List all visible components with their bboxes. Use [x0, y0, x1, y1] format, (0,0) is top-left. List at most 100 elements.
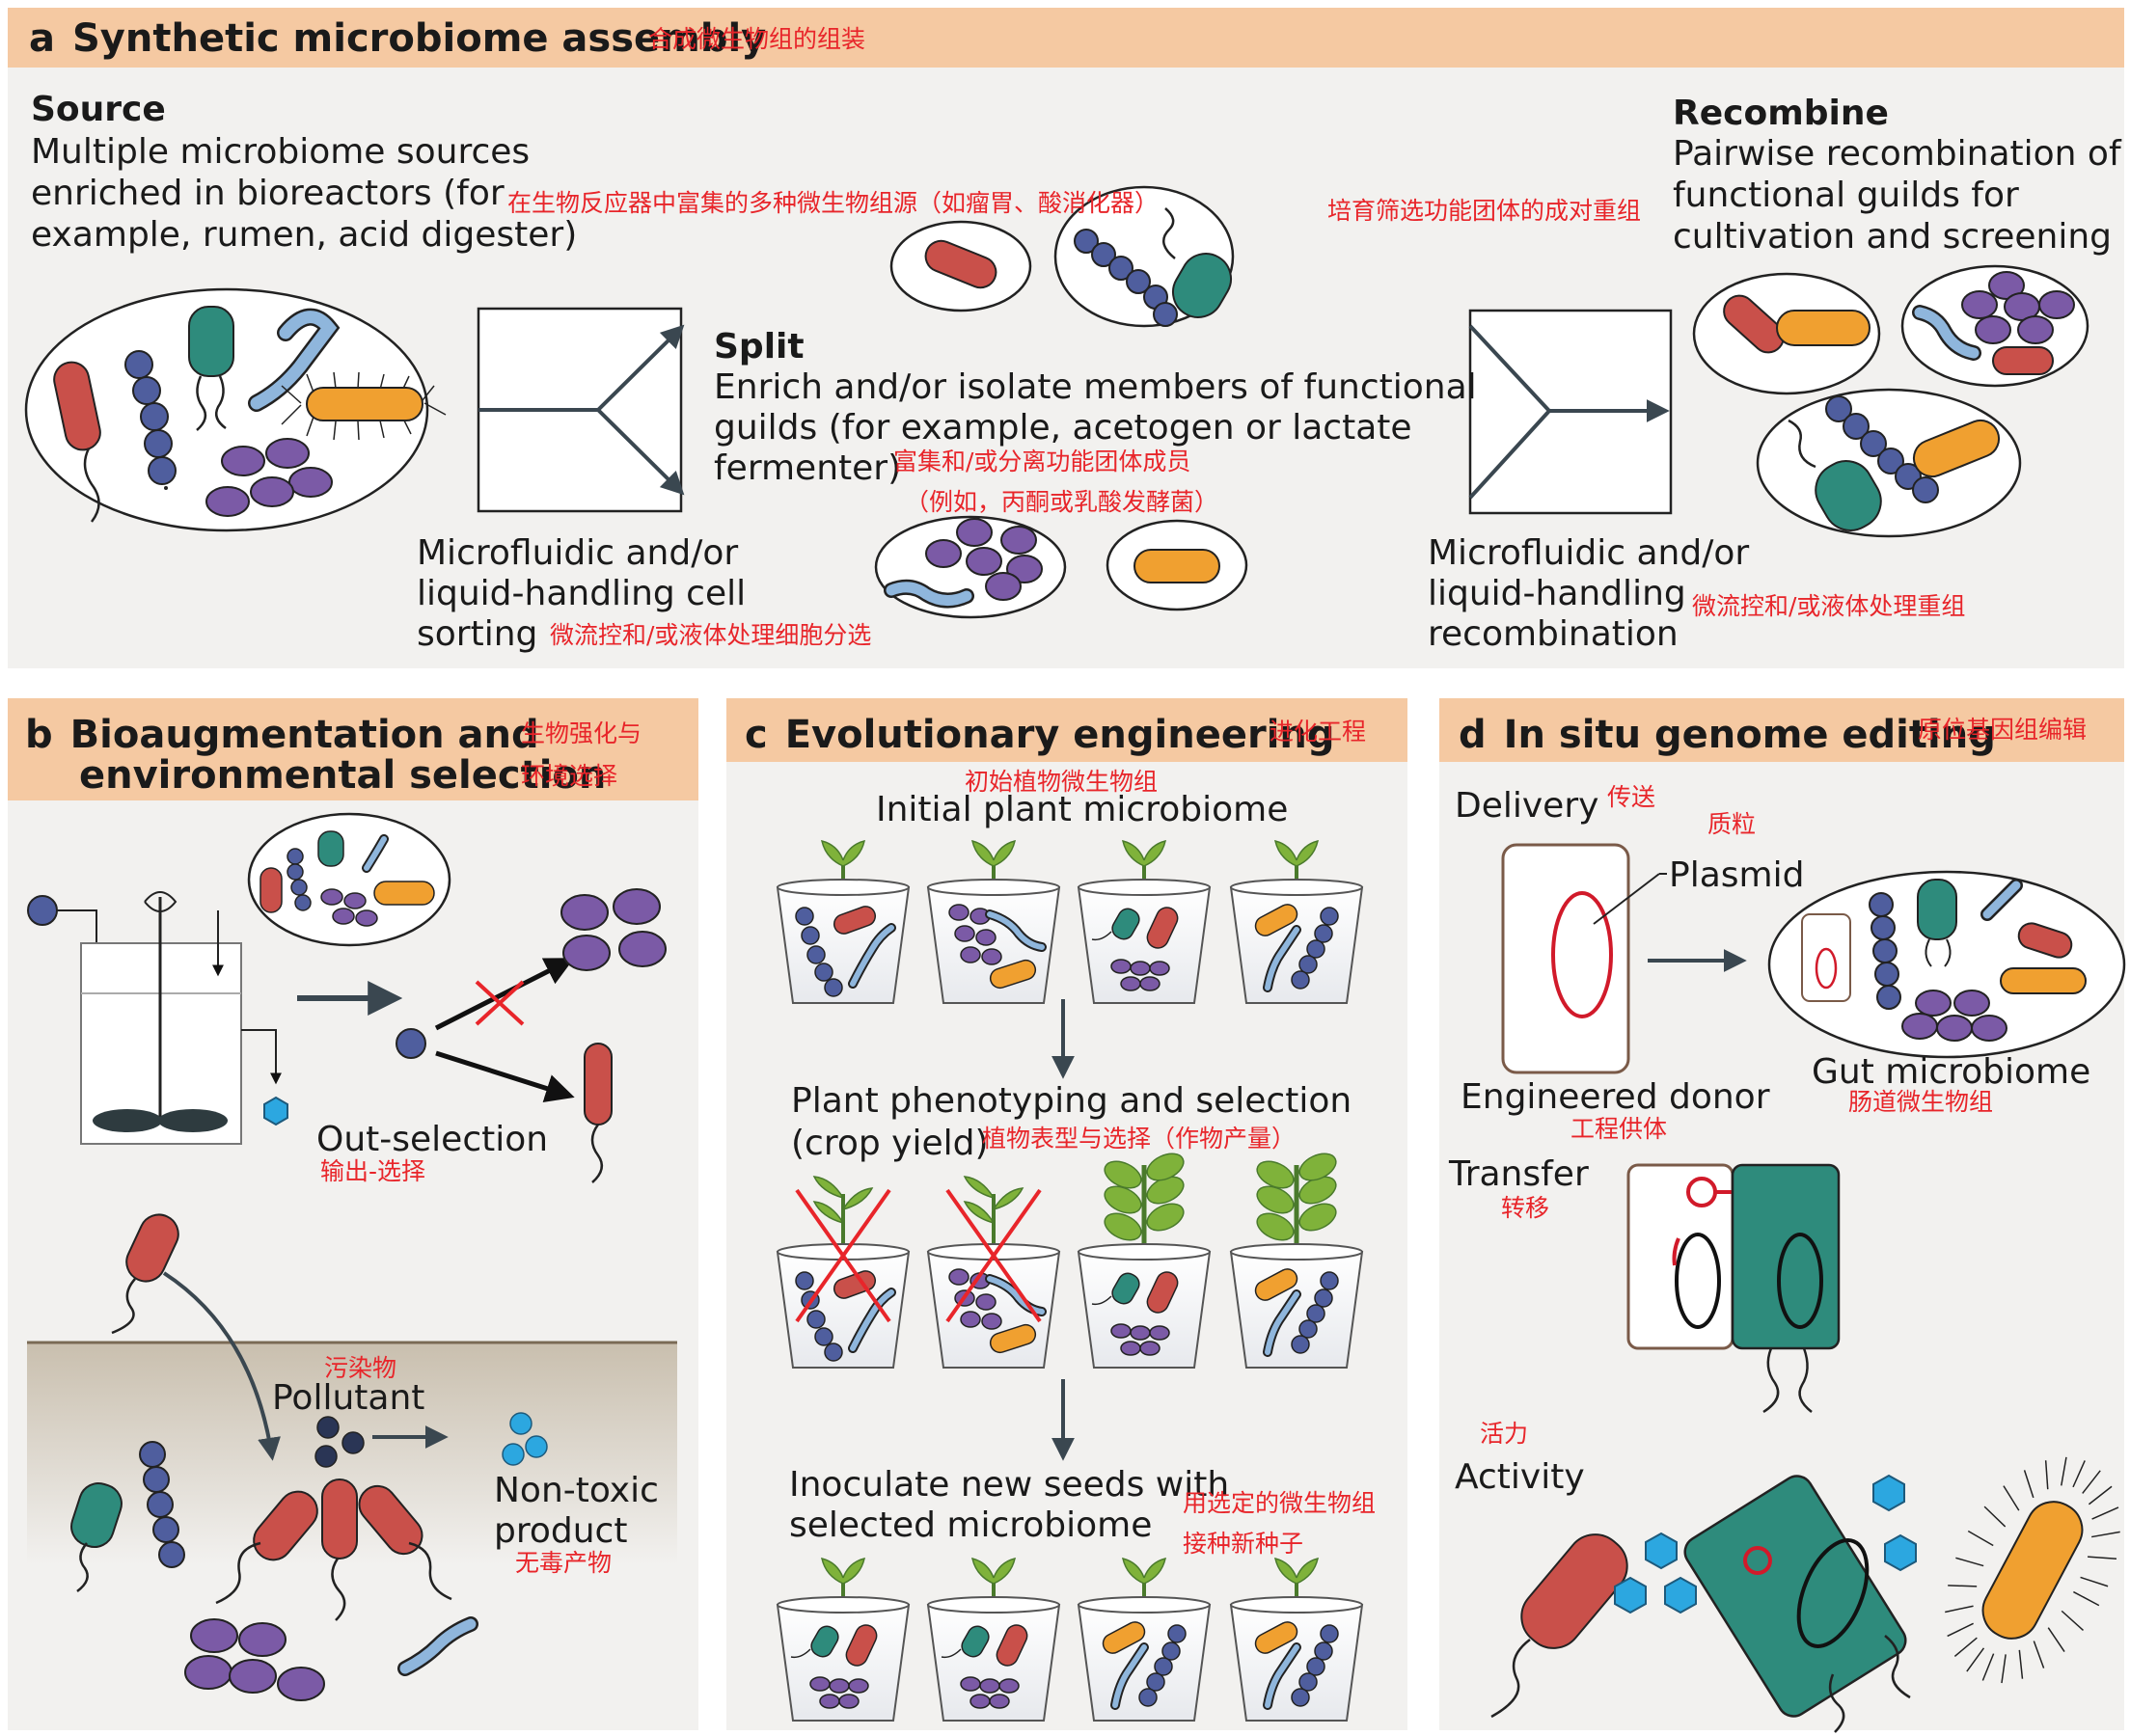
plant-pot [1229, 1153, 1364, 1369]
panel-title-text: Evolutionary engineering [784, 713, 1335, 757]
rejected-cross [795, 1188, 891, 1323]
activity-scene [1490, 1456, 2120, 1733]
recombined-dish-3 [1756, 388, 2022, 538]
phenotyping-line-2: (crop yield) [791, 1124, 989, 1163]
source-line-3: example, rumen, acid digester) [31, 215, 578, 255]
recombine-line-2: functional guilds for [1673, 176, 2019, 215]
panel-b-title-cn-2: 环境选择 [521, 762, 618, 790]
panel-d-title-cn: 原位基因组编辑 [1918, 716, 2088, 744]
split-dish-cocci [1053, 185, 1235, 328]
donor-cn: 工程供体 [1570, 1115, 1668, 1143]
plasmid-label: Plasmid [1669, 855, 1805, 895]
panel-c-header [726, 698, 1407, 762]
panel-c [726, 698, 1407, 1730]
split-cn-1: 富集和/或分离功能团体成员 [893, 448, 1191, 475]
recombine-heading: Recombine [1673, 94, 1889, 133]
phenotyping-cn: 植物表型与选择（作物产量） [982, 1125, 1297, 1153]
plant-pot [776, 1176, 911, 1369]
plant-pot [926, 1557, 1061, 1722]
recomb-line-3: recombination [1428, 614, 1679, 654]
delivery-label: Delivery [1455, 786, 1599, 826]
inoculate-line-1: Inoculate new seeds with [789, 1465, 1230, 1505]
recombine-line-3: cultivation and screening [1673, 217, 2113, 257]
sorting-line-3: sorting [417, 614, 538, 654]
panel-letter: b [25, 713, 53, 757]
source-community-dish [24, 287, 447, 532]
product-cn: 无毒产物 [515, 1549, 613, 1577]
panel-b-title-2: environmental selection [79, 753, 607, 798]
recomb-cn: 微流控和/或液体处理重组 [1692, 592, 1966, 620]
activity-label: Activity [1455, 1457, 1585, 1497]
rejected-cross [945, 1188, 1042, 1323]
plant-pot [1077, 1557, 1212, 1722]
recombined-dish-2 [1900, 264, 2089, 388]
panel-b-title-cn-1: 生物强化与 [521, 719, 642, 747]
recombined-dish-1 [1692, 272, 1881, 395]
recombination-chip [1468, 309, 1673, 515]
activity-cn: 活力 [1480, 1420, 1529, 1448]
panel-title-text: In situ genome editing [1503, 713, 1996, 757]
inoculate-cn-1: 用选定的微生物组 [1183, 1489, 1377, 1517]
engineered-donor-cell [1501, 843, 1747, 1074]
split-dish-orange [1106, 519, 1248, 611]
inoculate-line-2: selected microbiome [789, 1505, 1153, 1545]
panel-b-header [8, 698, 698, 800]
gut-cn: 肠道微生物组 [1848, 1088, 1994, 1116]
initial-label: Initial plant microbiome [876, 790, 1289, 829]
pots-inoculated [776, 1557, 1364, 1722]
plant-pot [1229, 839, 1364, 1004]
recombine-cn: 培育筛选功能团体的成对重组 [1327, 197, 1642, 225]
plant-pot [1077, 839, 1212, 1004]
gut-label: Gut microbiome [1812, 1052, 2091, 1092]
recomb-line-1: Microfluidic and/or [1428, 533, 1750, 573]
transfer-cn: 转移 [1501, 1194, 1550, 1222]
panel-d-header [1439, 698, 2124, 762]
source-line-2: enriched in bioreactors (for [31, 174, 505, 213]
panel-letter: c [745, 713, 768, 757]
pollutant-label: Pollutant [272, 1378, 425, 1418]
soil-microbes [70, 1213, 548, 1701]
panel-letter: a [29, 16, 55, 61]
pots-phenotyped [776, 1153, 1364, 1369]
inoculate-cn-2: 接种新种子 [1183, 1530, 1304, 1558]
conjugation-pair [1626, 1163, 1841, 1414]
plant-pot [776, 839, 911, 1004]
panel-a-title: a Synthetic microbiome assembly [29, 17, 766, 60]
split-dish-cocci-cluster [874, 515, 1067, 619]
out-selection-label: Out-selection [316, 1120, 549, 1159]
out-selection-fork [396, 888, 667, 1183]
panel-a-title-cn: 合成微生物组的组装 [648, 25, 866, 53]
split-dish-rod [889, 220, 1032, 312]
recombine-line-1: Pairwise recombination of [1673, 134, 2121, 174]
plant-pot [1077, 1153, 1212, 1369]
product-label-1: Non-toxic [494, 1471, 659, 1510]
panel-d-title: d In situ genome editing [1459, 714, 1996, 756]
source-heading: Source [31, 90, 166, 129]
split-line-3: fermenter) [714, 448, 902, 488]
sorting-line-2: liquid-handling cell [417, 574, 747, 613]
plant-pot [926, 1176, 1061, 1369]
recomb-line-2: liquid-handling [1428, 574, 1686, 613]
gut-microbiome-dish [1767, 870, 2126, 1059]
plant-pot [776, 1557, 911, 1722]
panel-title-text: Synthetic microbiome assembly [72, 16, 767, 61]
donor-label: Engineered donor [1461, 1077, 1770, 1117]
bioreactor [27, 891, 288, 1145]
split-cn-2: （例如，丙酮或乳酸发酵菌） [905, 488, 1219, 516]
source-line-1: Multiple microbiome sources [31, 132, 531, 172]
split-line-1: Enrich and/or isolate members of functio… [714, 367, 1477, 407]
panel-letter: d [1459, 713, 1487, 757]
split-heading: Split [714, 327, 805, 366]
initial-cn: 初始植物微生物组 [965, 768, 1159, 796]
sorting-cn: 微流控和/或液体处理细胞分选 [550, 621, 872, 649]
plant-pot [1229, 1557, 1364, 1722]
pots-initial [776, 839, 1364, 1004]
panel-title-text: Bioaugmentation and [69, 713, 539, 757]
plant-pot [926, 839, 1061, 1004]
transfer-label: Transfer [1449, 1154, 1589, 1194]
out-selection-cn: 输出-选择 [320, 1157, 426, 1185]
panel-a-header [8, 8, 2124, 68]
split-line-2: guilds (for example, acetogen or lactate [714, 408, 1412, 448]
source-cn: 在生物反应器中富集的多种微生物组源（如瘤胃、酸消化器） [507, 189, 1160, 217]
